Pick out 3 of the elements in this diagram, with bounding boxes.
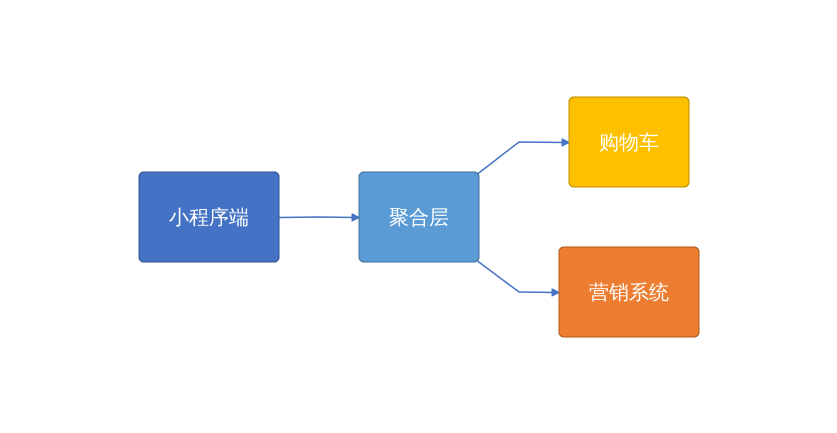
arrow — [476, 260, 560, 296]
arrow — [278, 212, 360, 222]
arrow — [476, 138, 570, 174]
